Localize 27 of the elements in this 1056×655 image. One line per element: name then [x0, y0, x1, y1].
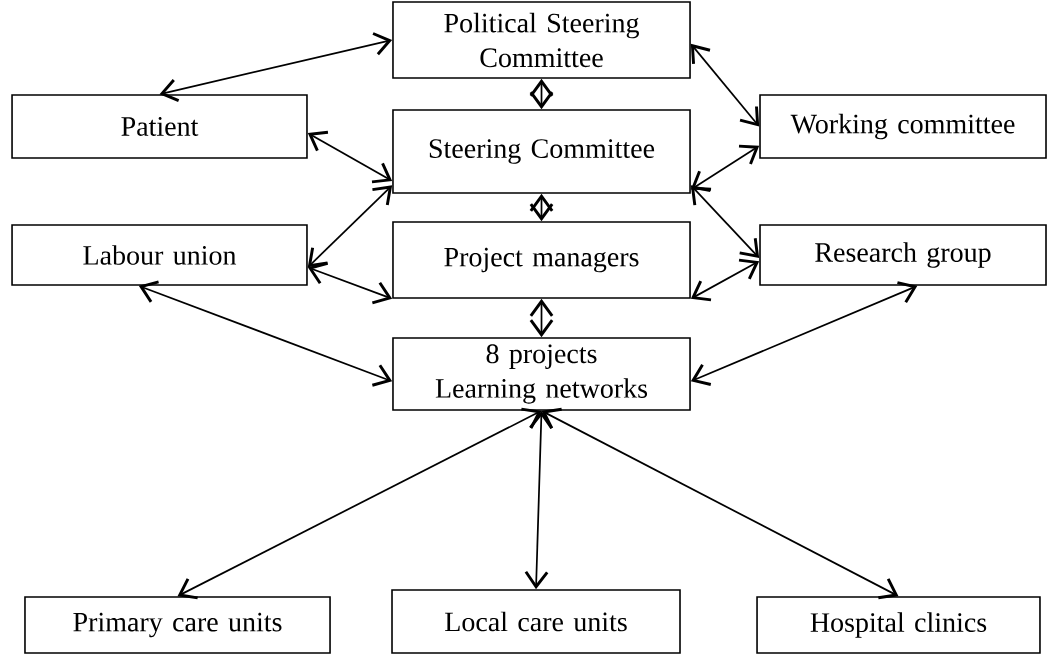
box: Hospital clinics: [756, 596, 1041, 654]
arrow: [307, 261, 393, 305]
box: Working committee: [759, 94, 1047, 159]
box: Primary care units: [24, 596, 331, 654]
box: 8 projects Learning networks: [392, 337, 691, 411]
box: Steering Committee: [392, 109, 691, 194]
arrow: [690, 258, 760, 302]
box: Labour union: [11, 224, 308, 286]
arrow: [138, 280, 393, 387]
box: Political Steering Committee: [392, 1, 691, 79]
arrow: [690, 43, 760, 127]
arrow: [541, 407, 899, 600]
arrow: [690, 281, 918, 386]
arrow: [307, 130, 393, 184]
box: Research group: [759, 224, 1047, 286]
arrow: [177, 407, 542, 600]
arrow: [524, 410, 553, 590]
arrow: [529, 298, 554, 338]
arrow: [529, 78, 554, 110]
box: Project managers: [392, 221, 691, 299]
arrow: [159, 32, 393, 103]
arrow: [690, 185, 760, 259]
arrow: [529, 193, 554, 222]
arrow: [307, 185, 393, 268]
arrow: [690, 144, 760, 191]
box: Local care units: [391, 589, 681, 654]
box: Patient: [11, 94, 308, 159]
